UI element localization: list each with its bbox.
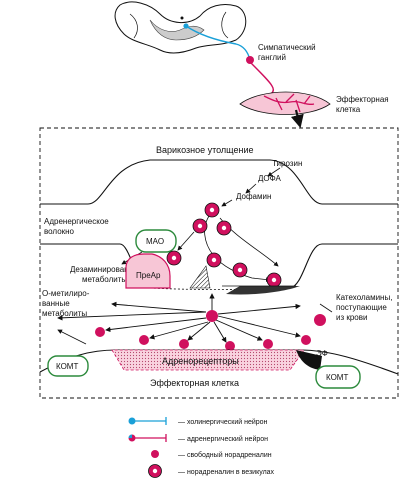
zoom-frame bbox=[39, 127, 399, 399]
svg-text:— норадреналин в везикулах: — норадреналин в везикулах bbox=[178, 469, 275, 476]
catecholamines-label-line3: из крови bbox=[336, 313, 367, 322]
spinal-cord-section bbox=[114, 1, 247, 54]
vesicle-noradrenaline-icon bbox=[148, 464, 162, 478]
vesicles-synthesis bbox=[166, 202, 282, 288]
deaminated-label-line1: Дезаминированные bbox=[70, 265, 144, 274]
legend: — холинергический нейрон — адренергическ… bbox=[128, 417, 275, 478]
legend-item-free-noradrenaline: — свободный норадреналин bbox=[151, 450, 272, 459]
effector-cell-membrane: Адренорецепторы ЭФ bbox=[39, 349, 399, 375]
adrenergic-neuron-icon bbox=[128, 434, 167, 442]
ganglion-label-line2: ганглий bbox=[258, 53, 286, 62]
varicose-label: Варикозное утолщение bbox=[156, 145, 253, 155]
komt-right: КОМТ bbox=[315, 365, 361, 389]
legend-item-vesicle-noradrenaline: — норадреналин в везикулах bbox=[148, 464, 275, 478]
effector-cell-top-line2: клетка bbox=[336, 105, 361, 114]
free-noradrenaline-icon bbox=[151, 450, 159, 458]
release-zone bbox=[189, 265, 300, 295]
tyrosine-label: Тирозин bbox=[272, 159, 302, 168]
effector-cell-top-line1: Эффекторная bbox=[336, 95, 389, 104]
svg-text:— адренергический нейрон: — адренергический нейрон bbox=[178, 435, 268, 443]
o-methylated-label-line3: метаболиты bbox=[42, 309, 87, 318]
svg-text:КОМТ: КОМТ bbox=[326, 373, 348, 382]
free-noradrenaline-center bbox=[57, 293, 301, 343]
adrenergic-fiber-label-line1: Адренергическое bbox=[44, 217, 109, 226]
effector-cell-top: Эффекторная клетка bbox=[239, 91, 389, 115]
adrenoreceptors-label: Адренорецепторы bbox=[162, 356, 239, 366]
catecholamines-label-line2: поступающие bbox=[336, 303, 387, 312]
svg-text:— холинергический нейрон: — холинергический нейрон bbox=[178, 418, 268, 426]
free-noradrenaline-dots bbox=[95, 314, 326, 351]
dopamine-label: Дофамин bbox=[236, 192, 271, 201]
adrenergic-fiber-label-line2: волокно bbox=[44, 227, 75, 236]
svg-text:— свободный норадреналин: — свободный норадреналин bbox=[178, 451, 272, 459]
svg-text:КОМТ: КОМТ bbox=[56, 362, 78, 371]
dopa-label: ДОФА bbox=[258, 174, 282, 183]
cholinergic-neuron-icon bbox=[128, 417, 167, 425]
prear-receptor: ПреАр bbox=[125, 253, 171, 289]
legend-item-cholinergic: — холинергический нейрон bbox=[128, 417, 268, 426]
prear-label: ПреАр bbox=[136, 271, 161, 280]
catecholamines-label-line1: Катехоламины, bbox=[336, 293, 392, 302]
deaminated-label-line2: метаболиты bbox=[82, 275, 127, 284]
effector-cell-bottom-label: Эффекторная клетка bbox=[150, 378, 239, 388]
o-methylated-label-line2: ванные bbox=[42, 299, 70, 308]
legend-item-adrenergic: — адренергический нейрон bbox=[128, 434, 268, 443]
ef-label: ЭФ bbox=[316, 349, 328, 358]
komt-left: КОМТ bbox=[47, 355, 89, 377]
o-methylated-label-line1: О-метилиро- bbox=[42, 289, 90, 298]
mao-enzyme: МАО bbox=[135, 229, 177, 253]
sympathetic-ganglion: Симпатический ганглий bbox=[235, 43, 316, 97]
mao-label: МАО bbox=[146, 237, 164, 246]
ganglion-label-line1: Симпатический bbox=[258, 43, 316, 52]
